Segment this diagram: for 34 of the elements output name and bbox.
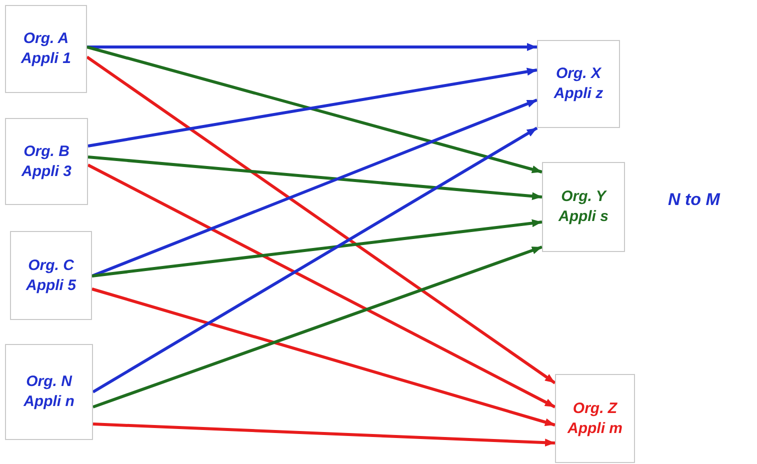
box-text: Org. B: [24, 142, 70, 162]
organisation-box: [5, 5, 87, 93]
box-text: Org. Z: [572, 398, 618, 418]
arrow: [87, 164, 556, 408]
arrow: [92, 288, 556, 426]
arrow: [86, 56, 556, 384]
relation-label: N to M: [668, 190, 720, 210]
arrow: [88, 156, 542, 200]
organisation-box: [537, 40, 620, 128]
arrow: [92, 219, 542, 278]
box-text: Appli m: [568, 418, 622, 438]
arrow: [87, 43, 537, 51]
arrow: [91, 98, 538, 278]
arrow: [86, 46, 542, 174]
box-text: Appli 3: [21, 162, 72, 182]
organisation-box: [555, 374, 635, 463]
arrow: [88, 68, 538, 148]
arrow: [92, 422, 556, 447]
box-text: Org. N: [26, 372, 72, 392]
organisation-box: [10, 231, 92, 320]
box-text: Org. A: [23, 29, 69, 49]
organisation-box: [5, 344, 93, 440]
box-text: Appli 1: [20, 49, 71, 69]
arrow: [92, 246, 542, 408]
box-text: Appli z: [554, 84, 604, 104]
box-text: Appli 5: [26, 276, 76, 296]
box-text: Org. Y: [561, 187, 606, 207]
box-text: Org. X: [556, 64, 601, 84]
organisation-box: [5, 118, 88, 205]
box-text: Appli s: [558, 207, 608, 227]
organisation-box: [542, 162, 625, 252]
box-text: Org. C: [28, 256, 74, 276]
arrow: [92, 126, 538, 394]
box-text: Appli n: [24, 392, 74, 412]
